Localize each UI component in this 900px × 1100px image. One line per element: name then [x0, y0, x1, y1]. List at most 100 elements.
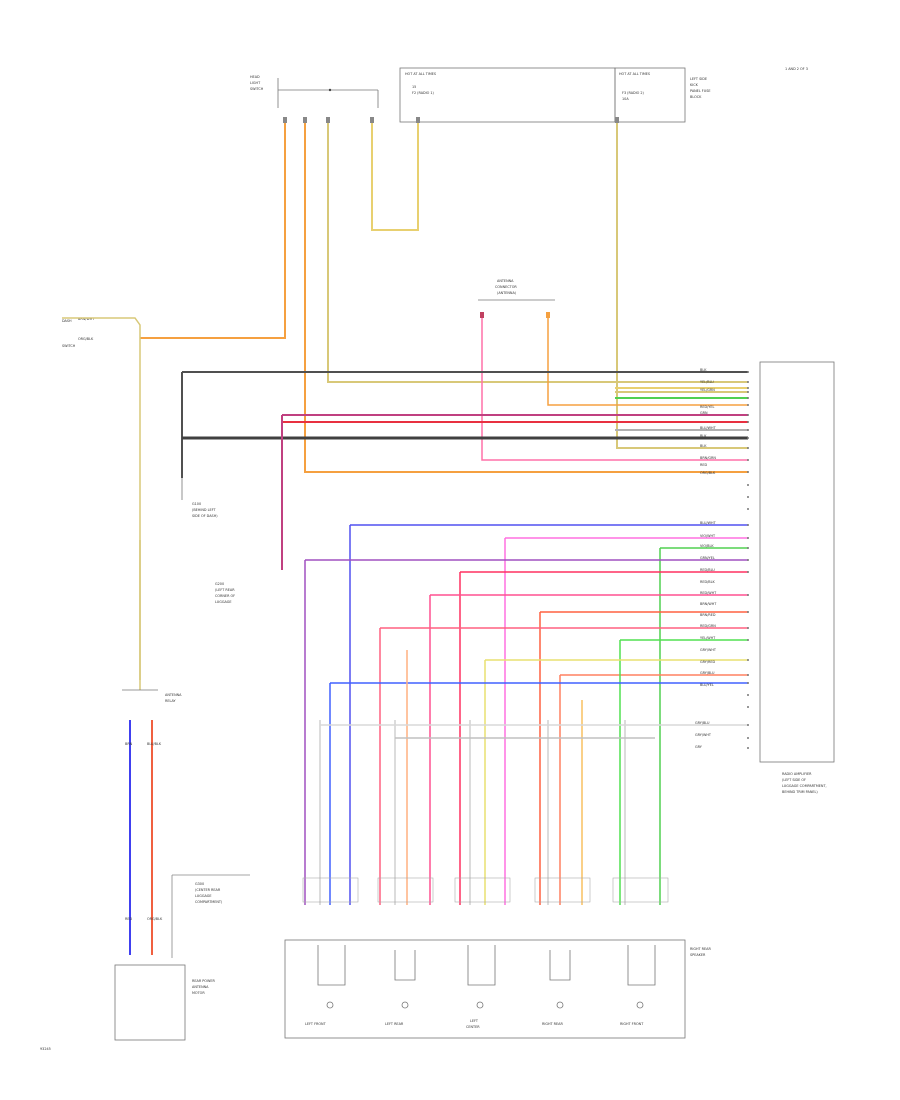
ground-g100: G100 (BEHIND LEFT SIDE OF DASH): [181, 478, 218, 518]
antenna-connector: ANTENNA CONNECTOR (ANTENNA): [478, 279, 748, 461]
top-left-device: HEAD LIGHT SWITCH: [250, 75, 379, 108]
fuse-box-right-header: HOT AT ALL TIMES: [619, 72, 650, 76]
top-pins: [283, 117, 619, 123]
svg-text:MOTOR: MOTOR: [192, 991, 205, 995]
speaker-left-front: LEFT FRONT: [305, 945, 346, 1026]
left-connector-line-2: SWITCH: [62, 344, 76, 348]
svg-text:GRY/WHT: GRY/WHT: [695, 733, 712, 737]
svg-text:SPEAKER: SPEAKER: [690, 953, 706, 957]
svg-text:(LEFT REAR: (LEFT REAR: [215, 588, 235, 592]
svg-text:BLK: BLK: [700, 368, 707, 372]
svg-text:BLU/WHT: BLU/WHT: [700, 521, 717, 525]
svg-text:YEL/GRN: YEL/GRN: [700, 388, 715, 392]
svg-text:RIGHT REAR: RIGHT REAR: [690, 947, 711, 951]
svg-text:BLK: BLK: [700, 444, 707, 448]
speaker-left-rear: LEFT REAR: [385, 950, 416, 1026]
svg-text:ORG/BLK: ORG/BLK: [700, 471, 716, 475]
svg-text:RIGHT REAR: RIGHT REAR: [542, 1022, 563, 1026]
ground-g200: G200 (LEFT REAR CORNER OF LUGGAGE: [215, 582, 235, 604]
left-connector-line-1: DASH: [62, 319, 72, 323]
svg-text:LUGGAGE COMPARTMENT,: LUGGAGE COMPARTMENT,: [782, 784, 827, 788]
svg-text:ANTENNA: ANTENNA: [165, 693, 182, 697]
antenna-connector-line-1: ANTENNA: [497, 279, 514, 283]
svg-text:GRY/WHT: GRY/WHT: [700, 648, 717, 652]
antenna-harness: ANTENNA RELAY BRN BLU/BLK RED ORG/BLK G3…: [122, 540, 250, 958]
junction-label-4: BLOCK: [690, 95, 702, 99]
svg-text:COMPARTMENT): COMPARTMENT): [195, 900, 223, 904]
svg-text:GRY: GRY: [695, 745, 703, 749]
svg-text:ORG/BLK: ORG/BLK: [147, 917, 163, 921]
svg-text:LEFT REAR: LEFT REAR: [385, 1022, 404, 1026]
svg-text:BLU/YEL: BLU/YEL: [700, 683, 714, 687]
corner-label: 1 AND 2 OF 3: [785, 67, 808, 71]
svg-text:RED/BLU: RED/BLU: [700, 568, 715, 572]
svg-text:CORNER OF: CORNER OF: [215, 594, 235, 598]
top-left-device-line-3: SWITCH: [250, 87, 264, 91]
svg-text:LUGGAGE: LUGGAGE: [195, 894, 212, 898]
antenna-connector-line-2: CONNECTOR: [495, 285, 517, 289]
speaker-right-rear: RIGHT REAR: [542, 950, 571, 1026]
svg-text:VIO/WHT: VIO/WHT: [700, 534, 716, 538]
fuse-box-right-line-2: 10A: [622, 97, 629, 101]
svg-text:BEHIND TRIM PANEL): BEHIND TRIM PANEL): [782, 790, 818, 794]
radio-amplifier: RADIO AMPLIFIER (LEFT SIDE OF LUGGAGE CO…: [759, 361, 835, 794]
svg-text:RED/GRN: RED/GRN: [700, 624, 716, 628]
left-wire-label-1: BRN/WHT: [78, 317, 95, 321]
svg-text:RIGHT FRONT: RIGHT FRONT: [620, 1022, 644, 1026]
svg-text:BRN/WHT: BRN/WHT: [700, 602, 717, 606]
junction-label-3: PANEL FUSE: [690, 89, 711, 93]
svg-text:G300: G300: [195, 882, 204, 886]
antenna-connector-line-3: (ANTENNA): [497, 291, 517, 295]
top-left-device-line-1: HEAD: [250, 75, 260, 79]
left-wire-label-2: ORG/BLK: [78, 337, 94, 341]
svg-text:LEFT: LEFT: [470, 1019, 479, 1023]
fuse-box-right-line-1: F3 (RADIO 2): [622, 91, 645, 95]
svg-text:BRN: BRN: [125, 742, 133, 746]
svg-text:RED/YEL: RED/YEL: [700, 405, 714, 409]
svg-text:RED: RED: [700, 463, 707, 467]
diagram-code: 93245: [40, 1047, 51, 1051]
svg-text:YEL/BLU: YEL/BLU: [700, 380, 714, 384]
svg-text:BRN/GRN: BRN/GRN: [700, 456, 716, 460]
harness-to-amp: [181, 371, 748, 570]
junction-label-1: LEFT SIDE: [690, 77, 707, 81]
svg-text:RELAY: RELAY: [165, 699, 177, 703]
fuse-box-left-line-1: 15: [412, 85, 416, 89]
fuse-box-right: HOT AT ALL TIMES F3 (RADIO 2) 10A LEFT S…: [614, 67, 711, 123]
svg-text:GRY/RED: GRY/RED: [700, 660, 715, 664]
fuse-box-left: HOT AT ALL TIMES 15 F2 (RADIO 1): [399, 67, 616, 123]
top-left-device-line-2: LIGHT: [250, 81, 261, 85]
svg-text:GRY/BLU: GRY/BLU: [695, 721, 710, 725]
svg-text:GRN/YEL: GRN/YEL: [700, 556, 715, 560]
speaker-connectors: [302, 877, 669, 903]
speaker-wires: [304, 524, 748, 905]
fuse-box-left-header: HOT AT ALL TIMES: [405, 72, 436, 76]
svg-text:REAR POWER: REAR POWER: [192, 979, 215, 983]
svg-text:LEFT FRONT: LEFT FRONT: [305, 1022, 327, 1026]
svg-text:SIDE OF DASH): SIDE OF DASH): [192, 514, 218, 518]
amp-pins: [747, 371, 749, 749]
svg-text:(BEHIND LEFT: (BEHIND LEFT: [192, 508, 216, 512]
svg-text:ANTENNA: ANTENNA: [192, 985, 209, 989]
svg-text:(CENTER REAR: (CENTER REAR: [195, 888, 221, 892]
svg-text:G200: G200: [215, 582, 224, 586]
svg-text:BRN/RED: BRN/RED: [700, 613, 716, 617]
left-connector: DASH SWITCH BRN/WHT ORG/BLK: [62, 317, 141, 680]
harness-labels: BLK YEL/BLU YEL/GRN RED/YEL GRN BLU/WHT …: [695, 368, 717, 749]
rear-power-antenna: REAR POWER ANTENNA MOTOR: [114, 964, 215, 1041]
speaker-right-front: RIGHT FRONT: [620, 945, 656, 1026]
speakers-box: RIGHT REAR SPEAKER LEFT FRONT LEFT REAR …: [284, 939, 711, 1039]
svg-text:BLU/WHT: BLU/WHT: [700, 426, 717, 430]
svg-text:RED: RED: [125, 917, 132, 921]
svg-text:GRN: GRN: [700, 411, 708, 415]
svg-text:G100: G100: [192, 502, 201, 506]
top-wires: [140, 118, 748, 473]
svg-text:(LEFT SIDE OF: (LEFT SIDE OF: [782, 778, 806, 782]
svg-text:CENTER: CENTER: [466, 1025, 480, 1029]
junction-label-2: KICK: [690, 83, 699, 87]
speaker-left-center: LEFT CENTER: [466, 945, 496, 1029]
fuse-box-left-line-2: F2 (RADIO 1): [412, 91, 435, 95]
svg-text:GRY/BLU: GRY/BLU: [700, 671, 715, 675]
svg-text:YEL/WHT: YEL/WHT: [700, 636, 716, 640]
svg-text:RED/WHT: RED/WHT: [700, 591, 717, 595]
